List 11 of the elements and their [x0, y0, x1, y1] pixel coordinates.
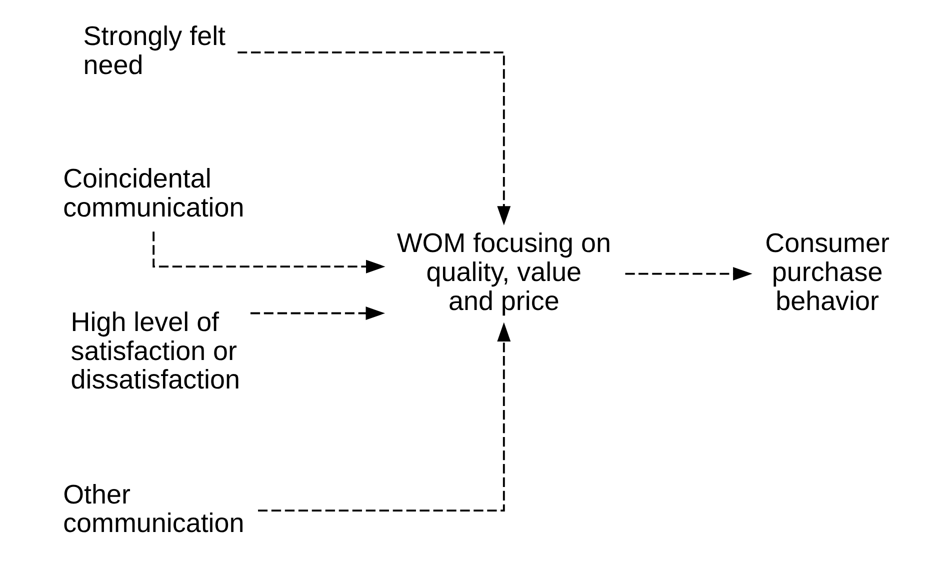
node-text: WOM focusing on quality, value and price: [396, 228, 610, 316]
arrow: [250, 306, 385, 320]
node-text: Strongly felt need: [82, 21, 226, 80]
arrow: [624, 267, 752, 281]
arrow: [237, 51, 510, 226]
arrow: [258, 322, 510, 512]
node-text: High level of satisfaction or dissatisfaction: [70, 306, 240, 395]
node-text: Consumer purchase behavior: [764, 228, 889, 316]
node-text: Other communication: [62, 479, 244, 538]
node-text: Coincidental communication: [62, 164, 244, 222]
arrow: [152, 232, 385, 274]
